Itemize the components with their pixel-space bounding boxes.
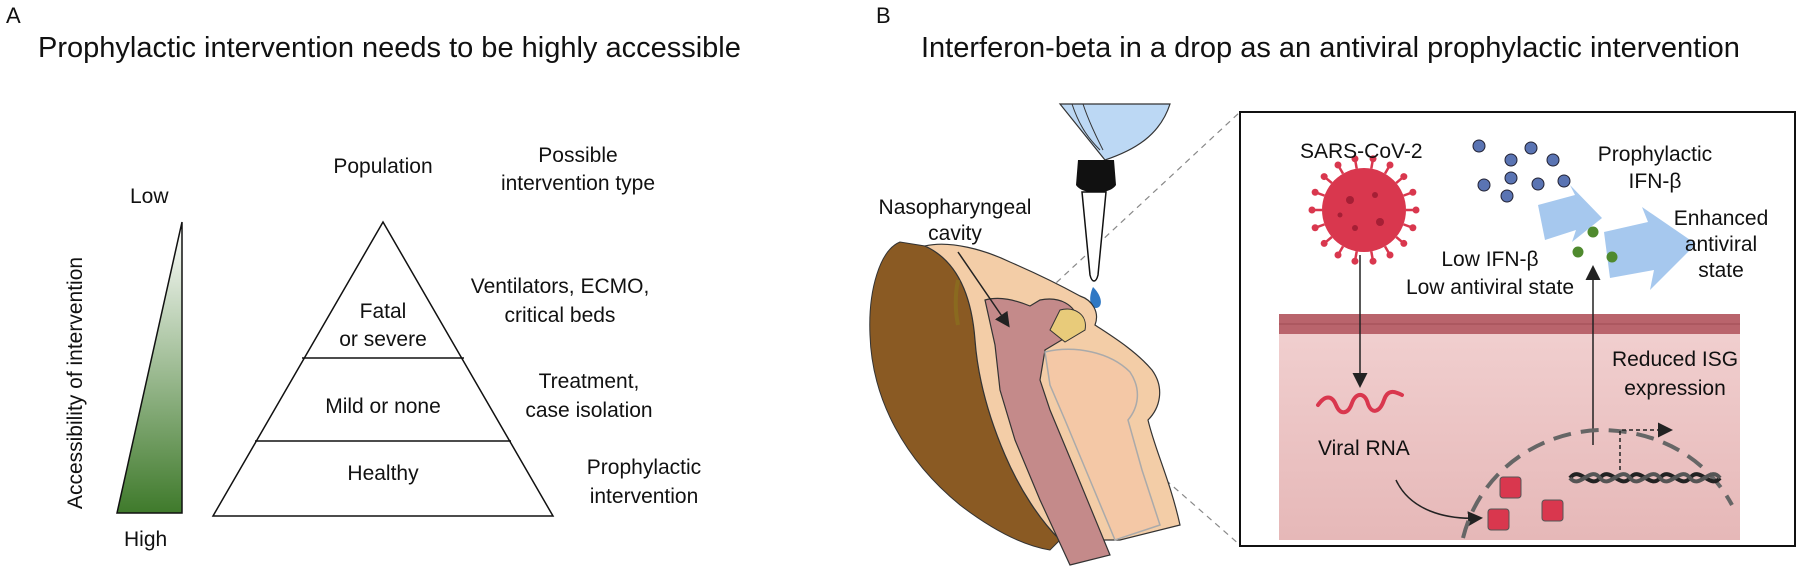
virus-spike-tip — [1369, 257, 1377, 265]
low-state-line-1: Low IFN-β — [1441, 248, 1539, 271]
rna-to-nucleus-arrow — [1395, 479, 1483, 527]
nasopharyngeal-label: Nasopharyngeal cavity — [879, 195, 1032, 247]
virus-spike-tip — [1400, 239, 1408, 247]
dna-helix-icon — [1568, 472, 1722, 484]
virus-spike-tip — [1400, 173, 1408, 181]
tier-fatal-line-1: Fatal — [359, 300, 407, 323]
reduced-isg-line-1: Reduced ISG — [1611, 348, 1739, 371]
virus-spike-tip — [1369, 155, 1377, 163]
virus-spike-tip — [1320, 239, 1328, 247]
virus-spike-tip — [1386, 251, 1394, 259]
tier-mild-label: Mild or none — [325, 395, 441, 418]
intervention-header-line-2: intervention type — [500, 172, 656, 195]
virus-spike-tip — [1334, 161, 1342, 169]
virus-spike-tip — [1320, 173, 1328, 181]
ifn-arrow-1 — [1538, 185, 1602, 242]
virus-spike-tip — [1311, 188, 1319, 196]
green-dot — [1606, 251, 1618, 263]
nasopharyngeal-line-1: Nasopharyngeal — [878, 196, 1032, 219]
viral-protein-square — [1499, 476, 1522, 499]
axis-low-label: Low — [130, 185, 169, 208]
virus-spike-tip — [1351, 155, 1359, 163]
population-column-header: Population — [333, 155, 433, 178]
tier-fatal-line-2: or severe — [339, 328, 427, 351]
nucleus-envelope — [1461, 427, 1734, 539]
ifn-beta-particles — [1472, 139, 1571, 203]
ifn-arrow-2 — [1604, 207, 1696, 290]
tier-fatal-label: Fatal or severe — [339, 298, 427, 354]
panel-letter-a: A — [6, 3, 21, 28]
intervention-header-line-1: Possible — [538, 144, 618, 167]
head-cross-section — [869, 241, 1181, 566]
tier-healthy-label: Healthy — [347, 462, 419, 485]
intervention-column-header: Possible intervention type — [501, 142, 655, 198]
prophylactic-line-2: IFN-β — [1628, 170, 1682, 193]
nasopharyngeal-line-2: cavity — [928, 222, 982, 245]
green-dot — [1587, 226, 1599, 238]
viral-protein-square — [1487, 508, 1510, 531]
intervention-fatal-line-2: critical beds — [504, 304, 616, 327]
prophylactic-line-1: Prophylactic — [1597, 143, 1713, 166]
virus-spike-tip — [1311, 224, 1319, 232]
viral-rna-label: Viral RNA — [1318, 437, 1410, 460]
viral-protein-square — [1541, 499, 1564, 522]
enhanced-antiviral-label: Enhanced antiviral state — [1674, 206, 1769, 284]
reduced-isg-label: Reduced ISG expression — [1612, 345, 1738, 403]
low-antiviral-label: Low IFN-β Low antiviral state — [1406, 246, 1574, 302]
enhanced-line-2: antiviral — [1684, 233, 1758, 256]
virus-spike-tip — [1409, 188, 1417, 196]
panel-a-title: Prophylactic intervention needs to be hi… — [38, 32, 741, 64]
virus-spike-tip — [1334, 251, 1342, 259]
intervention-mild-label: Treatment, case isolation — [525, 367, 652, 425]
intervention-fatal-label: Ventilators, ECMO, critical beds — [471, 272, 650, 330]
virus-spike-tip — [1409, 224, 1417, 232]
enhanced-line-1: Enhanced — [1673, 207, 1769, 230]
low-state-line-2: Low antiviral state — [1405, 276, 1575, 299]
axis-high-label: High — [124, 528, 168, 551]
virus-spike-tip — [1412, 206, 1420, 214]
sars-cov-2-label: SARS-CoV-2 — [1300, 140, 1423, 163]
viral-rna-strand — [1316, 389, 1404, 415]
intervention-healthy-line-2: intervention — [589, 485, 699, 508]
virus-spike-tip — [1351, 257, 1359, 265]
intervention-healthy-line-1: Prophylactic — [586, 456, 702, 479]
enhanced-line-3: state — [1698, 259, 1744, 282]
panel-b-title: Interferon-beta in a drop as an antivira… — [921, 32, 1740, 64]
transcription-arrow — [1619, 422, 1673, 470]
green-dot — [1572, 246, 1584, 258]
panel-letter-b: B — [876, 3, 891, 28]
reduced-isg-line-2: expression — [1624, 377, 1726, 400]
prophylactic-ifn-label: Prophylactic IFN-β — [1598, 141, 1712, 195]
intervention-healthy-label: Prophylactic intervention — [587, 453, 701, 511]
sars-cov-2-virus-icon — [1308, 155, 1420, 265]
virus-spike-tip — [1386, 161, 1394, 169]
virus-spike-tip — [1308, 206, 1316, 214]
accessibility-gradient-wedge — [116, 221, 183, 514]
intervention-mild-line-2: case isolation — [525, 399, 653, 422]
intervention-mild-line-1: Treatment, — [538, 370, 640, 393]
dropper-icon — [1058, 103, 1171, 308]
intervention-fatal-line-1: Ventilators, ECMO, — [470, 275, 650, 298]
population-pyramid — [211, 220, 555, 517]
